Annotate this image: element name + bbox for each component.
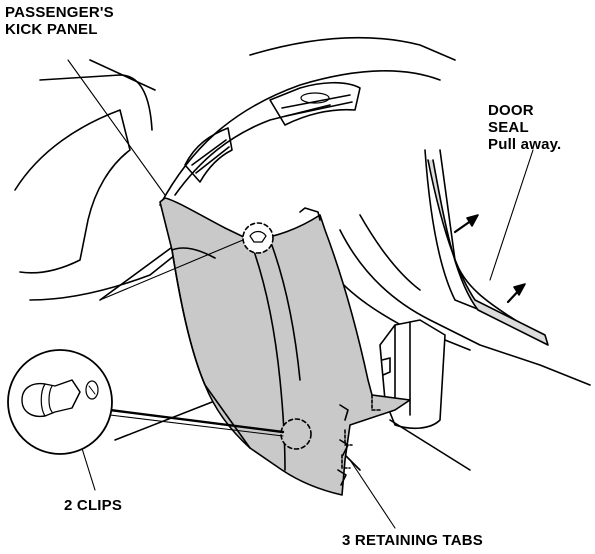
glove-box xyxy=(14,109,131,274)
leader-clips-upper xyxy=(99,239,244,301)
door-frame xyxy=(424,149,511,321)
label-door-seal-line3: Pull away. xyxy=(488,136,562,153)
dashboard-outline xyxy=(249,36,456,61)
door-seal xyxy=(427,159,549,346)
label-door-seal: DOOR SEAL Pull away. xyxy=(488,102,561,153)
label-door-seal-line2: SEAL xyxy=(488,119,529,136)
label-kick-panel-line1: PASSENGER'S xyxy=(5,4,114,21)
clip-zoom-line xyxy=(108,408,285,434)
vent-upper xyxy=(269,81,361,126)
label-clips: 2 CLIPS xyxy=(64,497,123,514)
dashboard-front-face xyxy=(174,104,331,196)
leader-kick-panel xyxy=(67,59,166,196)
label-retaining-tabs: 3 RETAINING TABS xyxy=(342,532,483,549)
label-door-seal-line1: DOOR xyxy=(488,102,534,119)
leader-door-seal xyxy=(489,149,534,281)
label-passenger-kick-panel: PASSENGER'S KICK PANEL xyxy=(5,4,114,38)
label-kick-panel-line2: KICK PANEL xyxy=(5,21,98,38)
dashboard-lower-edge xyxy=(159,70,441,206)
vent-side xyxy=(184,127,233,183)
leader-tabs xyxy=(349,459,396,529)
clip-circle-upper xyxy=(242,222,274,254)
clip-circle-lower xyxy=(280,418,312,450)
